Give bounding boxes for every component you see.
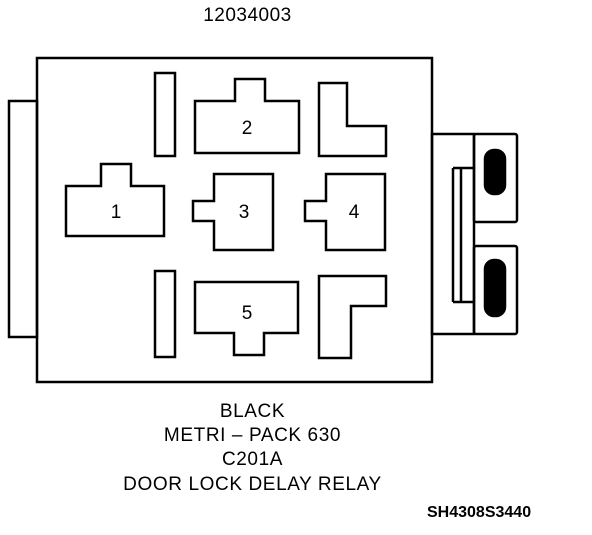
key-l-lower-right	[317, 274, 388, 360]
terminal-2-label: 2	[242, 118, 253, 139]
terminal-5-cavity	[193, 280, 300, 357]
reference-code: SH4308S3440	[427, 504, 532, 521]
terminal-1-cavity	[64, 162, 166, 238]
right-latch-assembly	[430, 132, 519, 336]
connector-series: METRI – PACK 630	[163, 425, 342, 446]
part-number: 12034003	[203, 5, 292, 26]
latch-slot-upper	[483, 148, 507, 196]
terminal-5-label: 5	[242, 303, 253, 324]
key-slot-upper-left	[153, 71, 177, 158]
terminal-3-cavity	[191, 172, 275, 252]
latch-slot-lower	[483, 258, 507, 318]
terminal-2-cavity	[193, 77, 301, 155]
terminal-4-cavity	[303, 172, 387, 252]
left-lock-tab	[7, 99, 39, 339]
terminal-1-label: 1	[111, 202, 122, 223]
terminal-4-label: 4	[349, 202, 360, 223]
key-l-upper-right	[317, 81, 388, 158]
terminal-3-label: 3	[239, 202, 250, 223]
component-name: DOOR LOCK DELAY RELAY	[123, 474, 382, 495]
connector-id: C201A	[221, 449, 284, 470]
key-slot-lower-left	[153, 269, 177, 359]
connector-color: BLACK	[219, 401, 286, 422]
